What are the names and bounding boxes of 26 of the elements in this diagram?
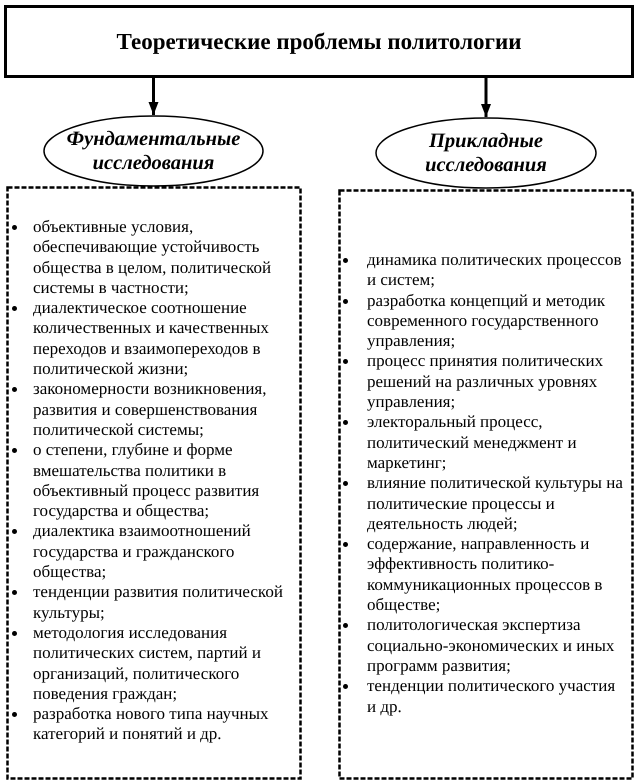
list-item-text: тенденции политического участия и др. <box>367 676 616 717</box>
list-item-text: методология исследования политических систем, партий и организаций, политического поведения граждан; <box>33 622 262 704</box>
title-box <box>4 5 634 78</box>
list-item-text: динамика политических процессов и систем; <box>367 250 622 291</box>
list-item-text: процесс принятия политических решений на различных уровнях управления; <box>367 351 604 412</box>
category-ellipse <box>43 115 264 187</box>
list-panel <box>6 186 302 780</box>
category-label: Фундаментальные исследования <box>66 127 242 175</box>
category-label: Прикладные исследования <box>424 129 548 177</box>
list-item-text: политологическая экспертиза социально-экономических и иных программ развития; <box>367 615 616 676</box>
list-panel <box>338 189 634 780</box>
list-item-text: о степени, глубине и форме вмешательства политики в объективный процесс развития государства и общества; <box>33 440 260 522</box>
list-item-text: объективные условия, обеспечивающие устойчивость общества в целом, политической системы в частности; <box>33 217 272 298</box>
category-ellipse <box>375 117 597 189</box>
list-item-text: диалектика взаимоотношений государства и гражданского общества; <box>33 521 252 582</box>
list-item-text: влияние политической культуры на политические процессы и деятельность людей; <box>367 473 624 534</box>
list-item-text: диалектическое соотношение количественных и качественных переходов и взаимопереходов в политической жизни; <box>33 298 270 380</box>
list-item-text: разработка нового типа научных категорий и понятий и др. <box>33 704 270 745</box>
list-item-text: тенденции развития политической культуры; <box>33 582 284 623</box>
list-item-text: содержание, направленность и эффективность политико-коммуникационных процессов в обществе; <box>367 534 604 616</box>
arrow <box>148 78 158 115</box>
heading-text: Теоретические проблемы политологии <box>116 28 522 54</box>
list-item-text: разработка концепций и методик современного государственного управления; <box>367 290 606 352</box>
list-item-text: электоральный процесс, политический менеджмент и маркетинг; <box>367 412 578 474</box>
list-item-text: закономерности возникновения, развития и совершенствования политической системы; <box>33 379 268 440</box>
arrow <box>481 78 491 117</box>
